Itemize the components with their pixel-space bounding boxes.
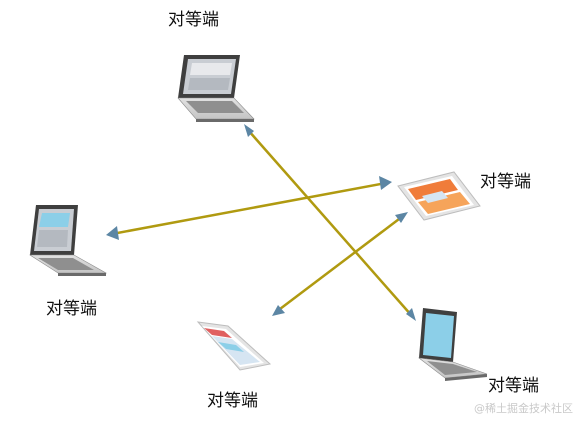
connection-phone-to-tablet: [272, 212, 408, 316]
tablet-right-icon: [397, 171, 481, 221]
node-label-tablet-right: 对等端: [480, 172, 531, 192]
node-label-phone-bottom: 对等端: [207, 391, 258, 411]
connector-line: [111, 181, 387, 236]
arrowhead-bottom-right: [406, 308, 416, 321]
connection-top-to-bottom-right: [244, 124, 416, 321]
node-label-laptop-bottom-right: 对等端: [488, 376, 539, 396]
connector-line: [275, 215, 404, 313]
connector-line: [247, 129, 413, 317]
arrowhead-top: [244, 124, 254, 137]
arrowhead-left: [106, 226, 119, 240]
phone-bottom-icon: [196, 321, 272, 371]
laptop-bottom-right-icon: [417, 308, 488, 381]
connections-layer: [106, 124, 416, 321]
arrowhead-tablet: [379, 176, 392, 190]
watermark: @稀土掘金技术社区: [474, 402, 573, 415]
node-label-laptop-left: 对等端: [46, 299, 97, 319]
laptop-left-icon: [28, 205, 108, 276]
node-label-laptop-top: 对等端: [168, 10, 219, 30]
arrowhead-tablet-2: [395, 212, 408, 223]
laptop-top-icon: [177, 55, 255, 122]
arrowhead-phone: [272, 305, 285, 316]
connection-left-to-tablet: [106, 176, 392, 240]
